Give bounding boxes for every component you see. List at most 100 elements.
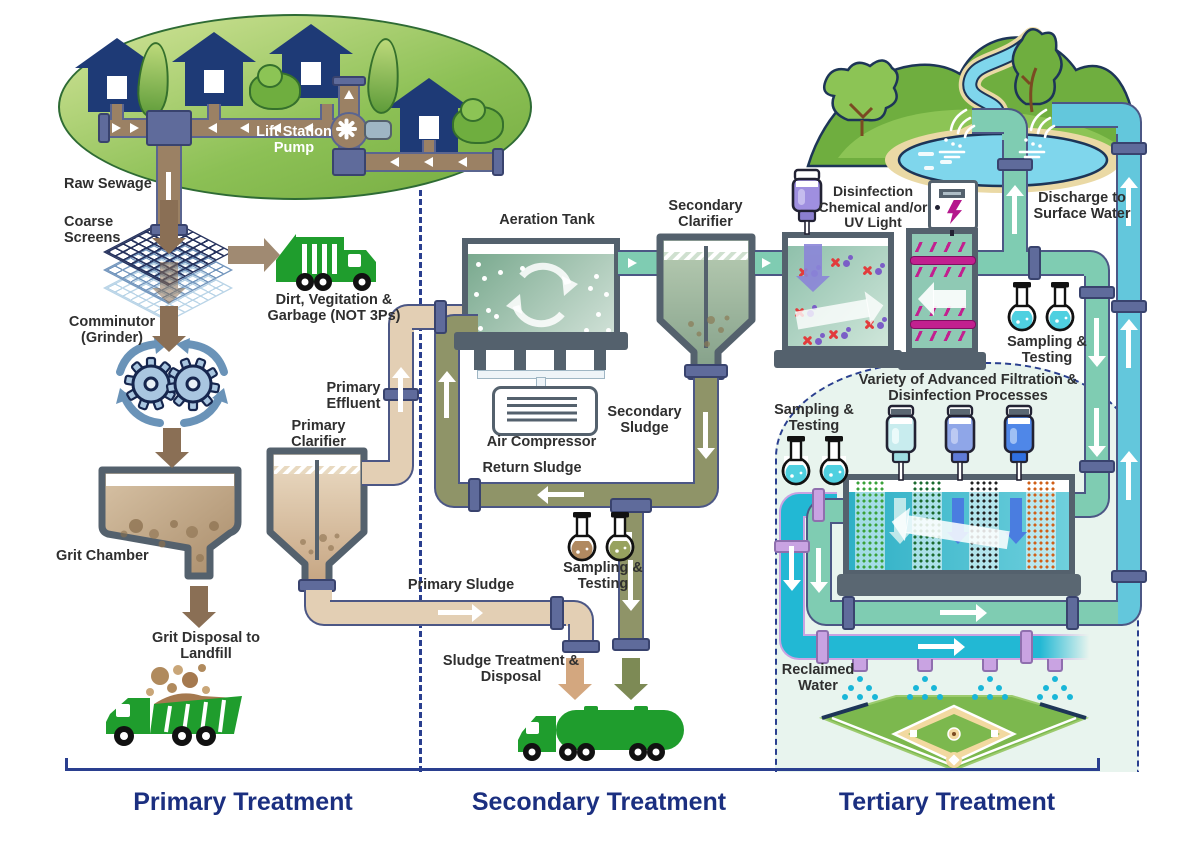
- water-droplets: [1052, 676, 1058, 682]
- flow-arrow-down: [809, 548, 828, 593]
- effluent-pipe-elbow: [388, 304, 414, 332]
- pipe-collar: [816, 630, 829, 664]
- pipe-collar: [610, 498, 652, 513]
- flow-arrow: [458, 157, 467, 167]
- pipe-end-collar: [612, 638, 650, 651]
- flow-arrow-right: [940, 603, 987, 622]
- connector-pipe: [618, 250, 658, 276]
- sewer-junction: [332, 148, 366, 176]
- pipe-collar: [1079, 460, 1115, 473]
- pipe-collar: [842, 596, 855, 630]
- bush-icon: [249, 64, 301, 110]
- pipe-collar: [1066, 596, 1079, 630]
- sampling-testing-label: Sampling & Testing: [563, 560, 643, 593]
- diffuser-leg: [594, 350, 606, 370]
- pipe-collar: [434, 300, 447, 334]
- lift-station-label: Lift Station Pump: [256, 124, 332, 157]
- pipe-collar: [550, 596, 564, 630]
- secondary-treatment-section-label: Secondary Treatment: [471, 788, 727, 816]
- diffuser-leg: [554, 350, 566, 370]
- air-compressor: [492, 386, 598, 436]
- filter-media-green: [855, 480, 885, 570]
- diffuser-leg: [474, 350, 486, 370]
- flow-arrow: [628, 258, 637, 268]
- sprinkler-icon: [852, 659, 868, 672]
- grit-chamber: [98, 466, 242, 580]
- flow-arrow-down: [1087, 318, 1106, 367]
- power-box-stem: [950, 226, 954, 236]
- flow-arrow-down: [152, 262, 186, 304]
- advanced-filtration-tank: [843, 474, 1075, 576]
- air-compressor-label: Air Compressor: [486, 434, 597, 450]
- primary-treatment-section-label: Primary Treatment: [133, 788, 353, 816]
- flow-arrow-right: [438, 603, 483, 622]
- pipe-collar: [1028, 246, 1041, 280]
- disinfection-tank: [782, 232, 894, 352]
- flow-arrow-down: [696, 412, 715, 459]
- flow-arrow-down: [782, 546, 801, 591]
- secondary-sludge-pipe: [693, 376, 719, 486]
- pipe-elbow: [1084, 250, 1110, 278]
- sprinkler-icon: [917, 659, 933, 672]
- baseball-field-icon: [818, 695, 1090, 772]
- primary-sludge-label: Primary Sludge: [407, 577, 515, 593]
- disinfection-label: Disinfection Chemical and/or UV Light: [818, 183, 928, 231]
- secondary-clarifier: [656, 233, 756, 380]
- sludge-pipe-elbow: [566, 600, 594, 626]
- flow-arrow: [424, 157, 433, 167]
- reclaimed-water-label: Reclaimed Water: [781, 662, 855, 695]
- tank-base: [898, 352, 986, 370]
- comminutor-label: Comminutor (Grinder): [68, 314, 156, 347]
- sampling-flasks-icon: [1007, 282, 1075, 332]
- uv-chamber: [906, 228, 978, 354]
- water-droplets: [922, 676, 928, 682]
- flow-arrow-up: [1119, 177, 1138, 226]
- flow-arrow-up: [437, 371, 456, 418]
- pipe-end-collar: [562, 640, 600, 653]
- filtration-tank-base: [837, 574, 1081, 596]
- discharge-outlet: [972, 108, 1004, 134]
- flow-arrow-down: [155, 428, 189, 468]
- flow-arrow: [390, 157, 399, 167]
- dump-truck-icon: [106, 664, 242, 746]
- grit-chamber-label: Grit Chamber: [56, 548, 149, 564]
- advanced-processes-label: Variety of Advanced Filtration & Disinfe…: [858, 372, 1078, 405]
- flow-arrow-up: [391, 367, 410, 412]
- aeration-tank-base: [454, 332, 628, 350]
- flow-arrow-up: [1119, 319, 1138, 368]
- house-icon: [172, 32, 256, 106]
- raw-sewage-label: Raw Sewage: [64, 176, 152, 192]
- comminutor-gears-icon: [116, 338, 228, 427]
- sludge-pipe-elbow: [304, 590, 332, 626]
- pipe-collar: [684, 364, 728, 378]
- flow-arrow-up: [1119, 451, 1138, 500]
- flow-arrow: [304, 123, 313, 133]
- pipe-collar: [1020, 630, 1033, 664]
- primary-effluent-label: Primary Effluent: [326, 380, 381, 413]
- sampling-testing-label: Sampling & Testing: [1007, 334, 1087, 367]
- flow-arrow-down: [621, 560, 640, 611]
- sewer-junction: [146, 110, 192, 146]
- grit-disposal-label: Grit Disposal to Landfill: [152, 630, 260, 663]
- water-splash-icon: [938, 108, 976, 159]
- tank-base: [774, 350, 902, 368]
- to-tertiary-pipe: [1084, 276, 1110, 494]
- discharge-label: Discharge to Surface Water: [1033, 190, 1131, 223]
- bush-icon: [452, 98, 504, 144]
- flow-arrow-down: [152, 306, 186, 352]
- tanker-truck-icon: [518, 706, 684, 761]
- aeration-tank: [462, 238, 620, 338]
- flow-arrow: [344, 90, 354, 99]
- pipe-collar: [1111, 570, 1147, 583]
- flow-arrow: [208, 123, 217, 133]
- lightning-bolt-icon: [947, 200, 962, 224]
- diffuser-leg: [514, 350, 526, 370]
- pipe-fade: [1040, 632, 1098, 662]
- flow-arrow-down: [182, 586, 216, 628]
- sprinkler-icon: [1047, 659, 1063, 672]
- tertiary-discharge-outlet: [1052, 102, 1118, 128]
- pipe-end-collar: [332, 76, 366, 86]
- pump-tank-icon: [364, 120, 392, 140]
- flow-arrow-down: [152, 200, 186, 254]
- aeration-tank-label: Aeration Tank: [499, 212, 595, 228]
